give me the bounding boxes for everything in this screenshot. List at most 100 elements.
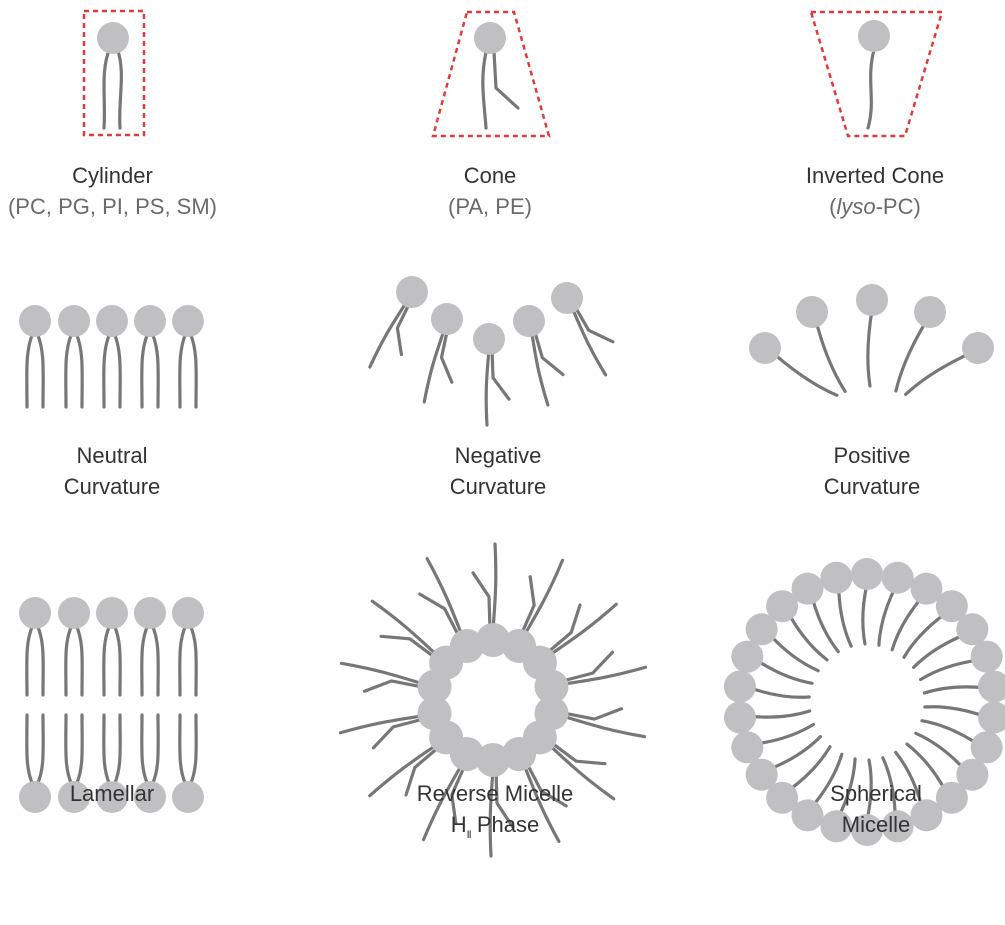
lipid [851, 558, 883, 644]
lipid-tail [569, 307, 607, 375]
lipid [357, 270, 437, 377]
cone-caption: Cone (PA, PE) [390, 160, 590, 222]
neutral-line2: Curvature [64, 474, 161, 499]
lipid [411, 300, 471, 408]
lipid-head [134, 597, 166, 629]
lipid-head [172, 305, 204, 337]
inverted-cone-caption: Inverted Cone (lyso-PC) [770, 160, 980, 222]
lipid-tail [104, 715, 110, 785]
lipid [545, 274, 625, 381]
lipid [96, 305, 128, 407]
lipid-tail [37, 715, 43, 785]
positive-line2: Curvature [824, 474, 921, 499]
lipid-tail [27, 715, 33, 785]
cone-shape [433, 12, 549, 136]
neutral-line1: Neutral [77, 443, 148, 468]
neutral-curvature-caption: Neutral Curvature [12, 440, 212, 502]
lipid-tail [27, 625, 33, 695]
lipid-tail [924, 684, 984, 695]
negative-line1: Negative [455, 443, 542, 468]
lipid-head [473, 323, 505, 355]
lipid-tail [561, 665, 645, 687]
lipid-head [722, 700, 758, 736]
lipid-tail [369, 300, 407, 368]
neutral-curvature-array [19, 305, 204, 407]
spherical-micelle-caption: Spherical Micelle [776, 778, 976, 840]
lipid-tail [835, 587, 853, 646]
spherical-line1: Spherical [830, 781, 922, 806]
lipid-tail [904, 350, 969, 396]
spherical-line2: Micelle [842, 812, 910, 837]
cylinder-caption: Cylinder (PC, PG, PI, PS, SM) [0, 160, 225, 222]
lipid-head [743, 326, 787, 370]
lipid-tail [473, 573, 490, 630]
lipid-tail [104, 48, 110, 128]
lipid-head [58, 305, 90, 337]
positive-curvature-caption: Positive Curvature [772, 440, 972, 502]
lipid-tail [548, 603, 617, 659]
lipid-head [97, 22, 129, 54]
lipid-head [474, 22, 506, 54]
lipid-tail [152, 333, 158, 407]
lipid-tail [386, 302, 425, 354]
lipid-tail [920, 656, 978, 681]
lipid [172, 597, 204, 695]
lamellar-caption: Lamellar [12, 778, 212, 809]
reverse-micelle-caption: Reverse Micelle HII Phase [385, 778, 605, 851]
lipid-tail [76, 625, 82, 695]
lipid [134, 305, 166, 407]
lipid-tail [493, 544, 496, 630]
lipid-tail [925, 705, 985, 716]
lipid-tail [890, 596, 922, 651]
lipid-head [976, 700, 1005, 736]
lipid-head [19, 597, 51, 629]
cone-label: Cone [464, 163, 517, 188]
lipid-head [134, 305, 166, 337]
lipid-tail [812, 321, 847, 392]
lipid-tail [902, 611, 945, 659]
inverted-cone-shape [811, 12, 942, 136]
lipid-tail [863, 584, 867, 644]
negative-line2: Curvature [450, 474, 547, 499]
lipid-tail [757, 723, 815, 748]
lipid [172, 305, 204, 407]
lamellar-label: Lamellar [70, 781, 154, 806]
reverse-micelle-line1: Reverse Micelle [417, 781, 574, 806]
lipid-tail [492, 349, 509, 399]
lipid [58, 597, 90, 695]
lipid [856, 284, 888, 386]
lipid-tail [523, 559, 563, 638]
lipid-head [172, 597, 204, 629]
lipid-tail [494, 52, 518, 108]
lipid-head [428, 300, 467, 339]
lipid-tail [114, 715, 120, 785]
lipid-tail [27, 333, 33, 407]
lipid [510, 301, 570, 409]
lipid-tail [435, 329, 464, 382]
inverted-cone-lipids: (lyso-PC) [770, 191, 980, 222]
lipid-head [510, 302, 549, 341]
lipid-tail [142, 715, 148, 785]
lipid-tail [371, 601, 440, 657]
lipid-tail [562, 696, 622, 725]
lipid-head [851, 558, 883, 590]
lipid-tail [114, 333, 120, 407]
lipid [473, 323, 509, 425]
lipid-tail [66, 625, 72, 695]
positive-line1: Positive [833, 443, 910, 468]
lipid-head [96, 305, 128, 337]
lipid-tail [190, 625, 196, 695]
lipid-head [96, 597, 128, 629]
lipid-tail [749, 688, 809, 699]
cylinder-label: Cylinder [72, 163, 153, 188]
lipid-head [791, 291, 833, 333]
lipid-tail [340, 713, 424, 735]
lipid-tail [868, 310, 872, 386]
lipid-tail [561, 716, 645, 738]
lipid [58, 305, 90, 407]
lipid-tail [486, 349, 489, 425]
lipid-tail [868, 50, 874, 128]
lipid-tail [180, 625, 186, 695]
lipid-tail [152, 715, 158, 785]
lipid-tail [142, 333, 148, 407]
